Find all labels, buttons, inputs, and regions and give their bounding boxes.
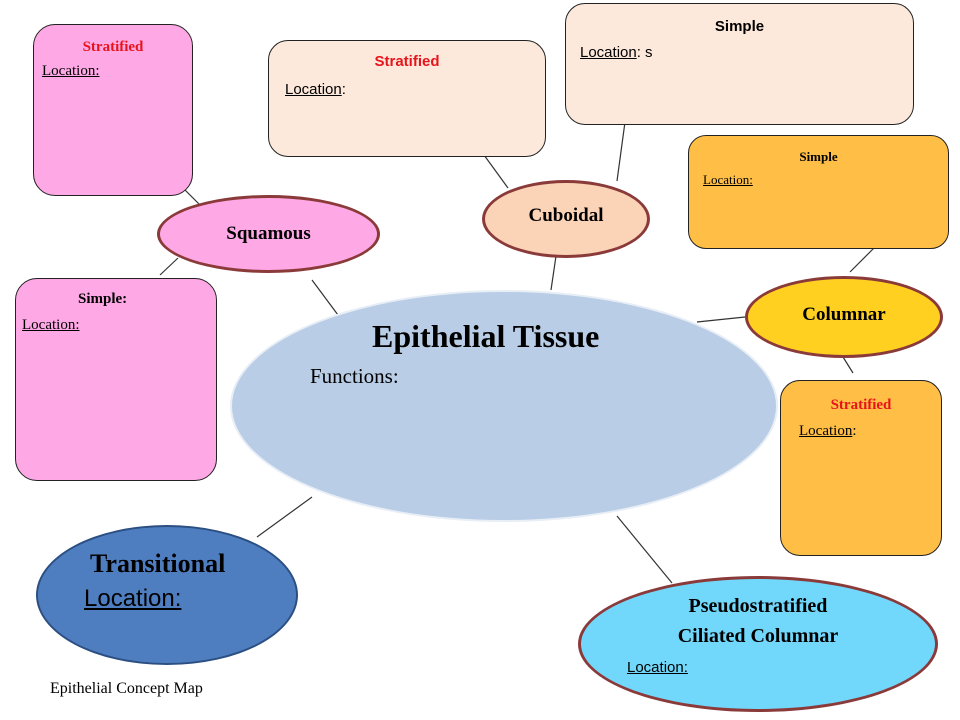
columnar-stratified-location-word: Location	[799, 423, 853, 439]
central-ellipse: Epithelial Tissue Functions:	[230, 290, 778, 522]
columnar-label: Columnar	[802, 304, 886, 325]
columnar-simple-title: Simple	[799, 149, 838, 164]
line-columnar-simple	[849, 247, 875, 273]
squamous-simple-title: Simple:	[78, 291, 128, 307]
transitional-location: Location:	[84, 585, 182, 612]
pseudostratified-line1: Pseudostratified	[688, 595, 828, 617]
line-squamous-simple	[159, 257, 179, 276]
squamous-simple-box: Simple: Location:	[15, 278, 217, 481]
columnar-simple-box: Simple Location:	[688, 135, 949, 249]
squamous-stratified-title: Stratified	[82, 39, 144, 55]
columnar-stratified-location-rest: :	[852, 423, 857, 439]
central-title: Epithelial Tissue	[372, 318, 600, 354]
line-cuboidal-central	[550, 255, 557, 291]
squamous-stratified-location: Location:	[42, 63, 100, 79]
cuboidal-stratified-location: Location:	[285, 81, 346, 98]
line-columnar-central	[696, 316, 746, 323]
cuboidal-stratified-box: Stratified Location:	[268, 40, 546, 157]
transitional-ellipse: Transitional Location:	[36, 525, 298, 665]
cuboidal-stratified-title: Stratified	[374, 53, 440, 70]
line-columnar-stratified	[842, 356, 854, 374]
line-transitional-central	[256, 496, 313, 538]
squamous-ellipse: Squamous	[157, 195, 380, 273]
cuboidal-stratified-location-rest: :	[341, 81, 346, 98]
pseudostratified-line2: Ciliated Columnar	[677, 625, 839, 647]
columnar-stratified-box: Stratified Location:	[780, 380, 942, 556]
columnar-stratified-title: Stratified	[830, 397, 892, 413]
cuboidal-simple-location: Location: s	[580, 44, 653, 61]
columnar-stratified-location: Location:	[799, 423, 857, 440]
line-cuboidal-simple	[616, 121, 626, 182]
cuboidal-simple-location-rest: : s	[636, 44, 653, 61]
squamous-label: Squamous	[226, 223, 311, 244]
cuboidal-stratified-location-word: Location	[285, 81, 342, 98]
footer-caption: Epithelial Concept Map	[50, 680, 203, 697]
pseudostratified-location: Location:	[627, 659, 688, 676]
cuboidal-simple-box: Simple Location: s	[565, 3, 914, 125]
cuboidal-ellipse: Cuboidal	[482, 180, 650, 258]
squamous-simple-location: Location:	[22, 317, 80, 333]
line-squamous-central	[311, 279, 339, 316]
squamous-stratified-box: Stratified Location:	[33, 24, 193, 196]
central-functions-label: Functions:	[310, 364, 399, 388]
pseudostratified-ellipse: Pseudostratified Ciliated Columnar Locat…	[578, 576, 938, 712]
line-cuboidal-stratified	[483, 154, 509, 189]
transitional-title: Transitional	[90, 549, 226, 578]
cuboidal-simple-title: Simple	[714, 18, 765, 35]
line-pseudo-central	[616, 515, 673, 584]
cuboidal-simple-location-word: Location	[580, 44, 637, 61]
cuboidal-label: Cuboidal	[528, 205, 604, 226]
columnar-simple-location: Location:	[703, 172, 753, 187]
columnar-ellipse: Columnar	[745, 276, 943, 358]
